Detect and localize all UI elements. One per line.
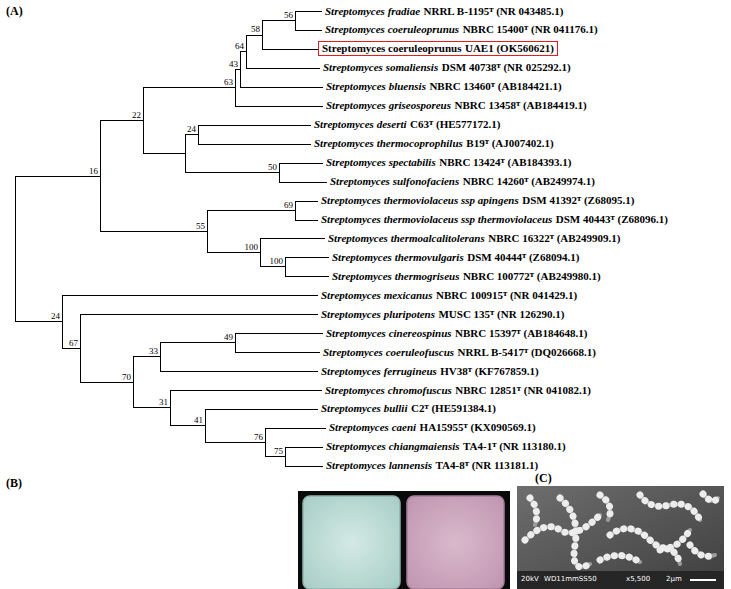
bootstrap-value: 31 bbox=[159, 397, 168, 407]
strain-id: C63ᵀ (HE577172.1) bbox=[410, 118, 500, 131]
strain-id: TA4-1ᵀ (NR 113180.1) bbox=[463, 440, 566, 453]
sem-annotation: x5,500 bbox=[626, 575, 650, 584]
sem-annotation: 20kV bbox=[521, 575, 539, 584]
blue-culture-plate bbox=[303, 496, 400, 589]
strain-id: NBRC 13460ᵀ (AB184421.1) bbox=[429, 80, 561, 93]
strain-id: HV38ᵀ (KF767859.1) bbox=[440, 365, 538, 378]
strain-id: NRRL B-1195ᵀ (NR 043485.1) bbox=[424, 5, 564, 18]
strain-id: UAE1 (OK560621) bbox=[465, 42, 554, 55]
strain-id: DSM 41392ᵀ (Z68095.1) bbox=[522, 194, 634, 207]
panel-label: (B) bbox=[6, 476, 22, 490]
species-name: Streptomyces mexicanus bbox=[321, 289, 433, 302]
pink-culture-plate bbox=[407, 496, 504, 589]
species-name: Streptomyces cinereospinus bbox=[326, 327, 452, 340]
bootstrap-value: 49 bbox=[224, 332, 233, 342]
strain-id: DSM 40738ᵀ (NR 025292.1) bbox=[442, 61, 571, 74]
panel-label: (A) bbox=[6, 4, 23, 18]
species-name: Streptomyces caeni bbox=[329, 421, 416, 434]
species-name: Streptomyces coeruleofuscus bbox=[323, 346, 454, 359]
species-name: Streptomyces thermoviolaceus ssp apingen… bbox=[321, 194, 519, 207]
strain-id: NBRC 100915ᵀ (NR 041429.1) bbox=[436, 289, 577, 302]
bootstrap-value: 50 bbox=[268, 162, 277, 172]
strain-id: MUSC 135ᵀ (NR 126290.1) bbox=[438, 308, 564, 321]
strain-id: DSM 40443ᵀ (Z68096.1) bbox=[556, 213, 668, 226]
strain-id: NBRC 14260ᵀ (AB249974.1) bbox=[463, 175, 595, 188]
bootstrap-value: 58 bbox=[251, 24, 260, 34]
bootstrap-value: 69 bbox=[284, 200, 293, 210]
sem-annotation: WD11mmSS50 bbox=[544, 575, 597, 584]
bootstrap-value: 43 bbox=[229, 59, 238, 69]
strain-id: HA15955ᵀ (KX090569.1) bbox=[420, 421, 536, 434]
species-name: Streptomyces deserti bbox=[314, 118, 407, 131]
bootstrap-value: 64 bbox=[235, 41, 244, 51]
species-name: Streptomyces somaliensis bbox=[323, 61, 438, 74]
scale-bar bbox=[690, 579, 716, 581]
bootstrap-value: 24 bbox=[187, 124, 196, 134]
species-name: Streptomyces sulfonofaciens bbox=[330, 175, 459, 188]
bootstrap-value: 33 bbox=[149, 346, 158, 356]
species-name: Streptomyces chiangmaiensis bbox=[326, 440, 460, 453]
species-name: Streptomyces lannensis bbox=[326, 459, 432, 472]
bootstrap-value: 70 bbox=[122, 372, 131, 382]
strain-id: DSM 40444ᵀ (Z68094.1) bbox=[467, 251, 579, 264]
bootstrap-value: 100 bbox=[245, 242, 259, 252]
sem-annotation: 2μm bbox=[666, 575, 682, 584]
bootstrap-value: 63 bbox=[224, 77, 233, 87]
strain-id: TA4-8ᵀ (NR 113181.1) bbox=[436, 459, 539, 472]
species-name: Streptomyces chromofuscus bbox=[325, 384, 452, 397]
highlighted-strain-box: Streptomyces coeruleoprunus UAE1 (OK56062… bbox=[318, 41, 558, 56]
species-name: Streptomyces thermoviolaceus ssp thermov… bbox=[321, 213, 552, 226]
strain-id: NBRC 100772ᵀ (AB249980.1) bbox=[463, 270, 601, 283]
photo-background bbox=[298, 491, 510, 589]
species-name: Streptomyces thermovulgaris bbox=[332, 251, 464, 264]
strain-id: NBRC 15400ᵀ (NR 041176.1) bbox=[463, 23, 598, 36]
strain-id: NBRC 13424ᵀ (AB184393.1) bbox=[439, 156, 571, 169]
species-name: Streptomyces thermoalcalitolerans bbox=[328, 232, 485, 245]
species-name: Streptomyces bullii bbox=[321, 402, 407, 415]
species-name: Streptomyces thermogriseus bbox=[332, 270, 459, 283]
species-name: Streptomyces griseosporeus bbox=[326, 99, 451, 112]
strain-id: NRRL B-5417ᵀ (DQ026668.1) bbox=[458, 346, 596, 359]
sem-info-bar bbox=[517, 571, 724, 589]
species-name: Streptomyces pluripotens bbox=[321, 308, 435, 321]
bootstrap-value: 75 bbox=[274, 446, 283, 456]
species-name: Streptomyces fradiae bbox=[325, 5, 420, 18]
strain-id: NBRC 16322ᵀ (AB249909.1) bbox=[488, 232, 620, 245]
species-name: Streptomyces coeruleoprunus bbox=[322, 42, 461, 55]
sem-micrograph bbox=[517, 486, 724, 589]
bootstrap-value: 100 bbox=[270, 256, 284, 266]
species-name: Streptomyces bluensis bbox=[326, 80, 426, 93]
species-name: Streptomyces ferrugineus bbox=[321, 365, 437, 378]
bootstrap-value: 22 bbox=[132, 110, 141, 120]
bootstrap-value: 16 bbox=[89, 166, 98, 176]
strain-id: NBRC 12851ᵀ (NR 041082.1) bbox=[455, 384, 591, 397]
tree-branches bbox=[15, 11, 329, 466]
species-name: Streptomyces spectabilis bbox=[326, 156, 436, 169]
bootstrap-value: 24 bbox=[51, 311, 60, 321]
bootstrap-value: 55 bbox=[196, 221, 205, 231]
species-name: Streptomyces coeruleoprunus bbox=[325, 23, 459, 36]
bootstrap-value: 76 bbox=[254, 432, 263, 442]
bootstrap-value: 67 bbox=[69, 338, 78, 348]
panel-label: (C) bbox=[535, 471, 552, 485]
strain-id: NBRC 15397ᵀ (AB184648.1) bbox=[455, 327, 587, 340]
bootstrap-value: 41 bbox=[194, 415, 203, 425]
strain-id: B19ᵀ (AJ007402.1) bbox=[466, 137, 553, 150]
bootstrap-value: 56 bbox=[284, 10, 293, 20]
strain-id: NBRC 13458ᵀ (AB184419.1) bbox=[454, 99, 586, 112]
strain-id: C2ᵀ (HE591384.1) bbox=[411, 402, 496, 415]
spore-chains bbox=[525, 494, 718, 567]
species-name: Streptomyces thermocoprophilus bbox=[314, 137, 463, 150]
